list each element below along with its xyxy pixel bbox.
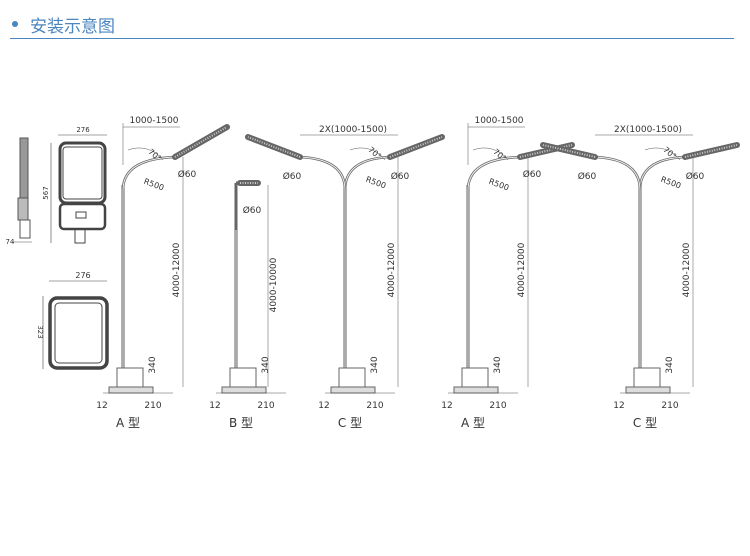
radius-label: R500: [143, 177, 166, 193]
arm-length-label: 2X(1000-1500): [614, 125, 682, 135]
lamp-top-view: [42, 280, 109, 370]
side-width-label: 74: [6, 238, 15, 246]
base-width-label: 210: [661, 401, 678, 411]
bullet-icon: [12, 21, 18, 27]
base-height-label: 340: [493, 356, 503, 373]
pole-arm-inner: [122, 156, 176, 191]
angle-arc: [472, 147, 509, 161]
diameter-label: Ø60: [523, 169, 542, 180]
pole-type-label: C 型: [633, 416, 657, 430]
height-label: 4000-12000: [172, 242, 182, 297]
base-width-label: 210: [257, 401, 274, 411]
radius-label: R500: [365, 175, 388, 191]
diameter-label: Ø60: [178, 169, 197, 180]
base-width-label: 210: [489, 401, 506, 411]
pole-foundation: [625, 386, 671, 394]
top-height-label: 323: [36, 325, 44, 338]
lamp-side-view: [12, 137, 32, 243]
base-height-label: 340: [148, 356, 158, 373]
pole-type-label: C 型: [338, 416, 362, 430]
section-title: 安装示意图: [30, 17, 115, 37]
pole-base-box: [338, 367, 366, 389]
diameter-label-left: Ø60: [283, 171, 302, 182]
diameter-label-right: Ø60: [686, 171, 705, 182]
pole-type-b-2: Ø60 4000-10000 340 12 210 B 型: [209, 180, 286, 430]
base-width-label: 210: [144, 401, 161, 411]
base-width-label: 210: [366, 401, 383, 411]
base-height-label: 340: [261, 356, 271, 373]
pole-arm-inner: [467, 156, 521, 191]
height-label: 4000-12000: [517, 242, 527, 297]
front-height-label: 567: [42, 186, 50, 199]
lamp-head-fins: [174, 126, 228, 158]
offset-label: 12: [318, 401, 329, 411]
lamp-head-right: [682, 142, 740, 160]
lamp-head-left-fins: [247, 136, 301, 158]
pole-arm-inner: [594, 156, 641, 191]
pole-base-box: [461, 367, 489, 389]
radius-label: R500: [660, 175, 683, 191]
offset-label: 12: [441, 401, 452, 411]
diameter-label-left: Ø60: [578, 171, 597, 182]
lamp-head-right-fins: [389, 136, 443, 158]
offset-label: 12: [209, 401, 220, 411]
height-label: 4000-12000: [682, 242, 692, 297]
pole-foundation: [221, 386, 267, 394]
height-label: 4000-12000: [387, 242, 397, 297]
pole-foundation: [108, 386, 154, 394]
pole-foundation: [453, 386, 499, 394]
diameter-label: Ø60: [243, 205, 262, 216]
arm-length-label: 2X(1000-1500): [319, 125, 387, 135]
section-header: 安装示意图: [10, 10, 734, 39]
offset-label: 12: [96, 401, 107, 411]
pole-type-label: A 型: [116, 416, 140, 430]
pole-type-label: B 型: [229, 416, 253, 430]
angle-arc: [644, 147, 681, 161]
pole-foundation: [330, 386, 376, 394]
radius-label: R500: [488, 177, 511, 193]
arm-length-label: 1000-1500: [129, 116, 178, 126]
pole-arm: [594, 155, 642, 191]
pole-arm-inner: [299, 156, 346, 191]
lamp-head-left: [540, 142, 598, 160]
lamp-front-view: [50, 134, 107, 244]
pole-base-box: [116, 367, 144, 389]
offset-label: 12: [613, 401, 624, 411]
pole-base-box: [633, 367, 661, 389]
angle-arc: [349, 147, 386, 161]
angle-arc: [127, 147, 164, 161]
height-label: 4000-10000: [269, 257, 279, 312]
diameter-label-right: Ø60: [391, 171, 410, 182]
arm-length-label: 1000-1500: [474, 116, 523, 126]
front-width-label: 276: [76, 126, 90, 134]
base-height-label: 340: [665, 356, 675, 373]
pole-base-box: [229, 367, 257, 389]
pole-type-label: A 型: [461, 416, 485, 430]
pole-arm: [299, 155, 347, 191]
base-height-label: 340: [370, 356, 380, 373]
top-width-label: 276: [75, 271, 90, 280]
